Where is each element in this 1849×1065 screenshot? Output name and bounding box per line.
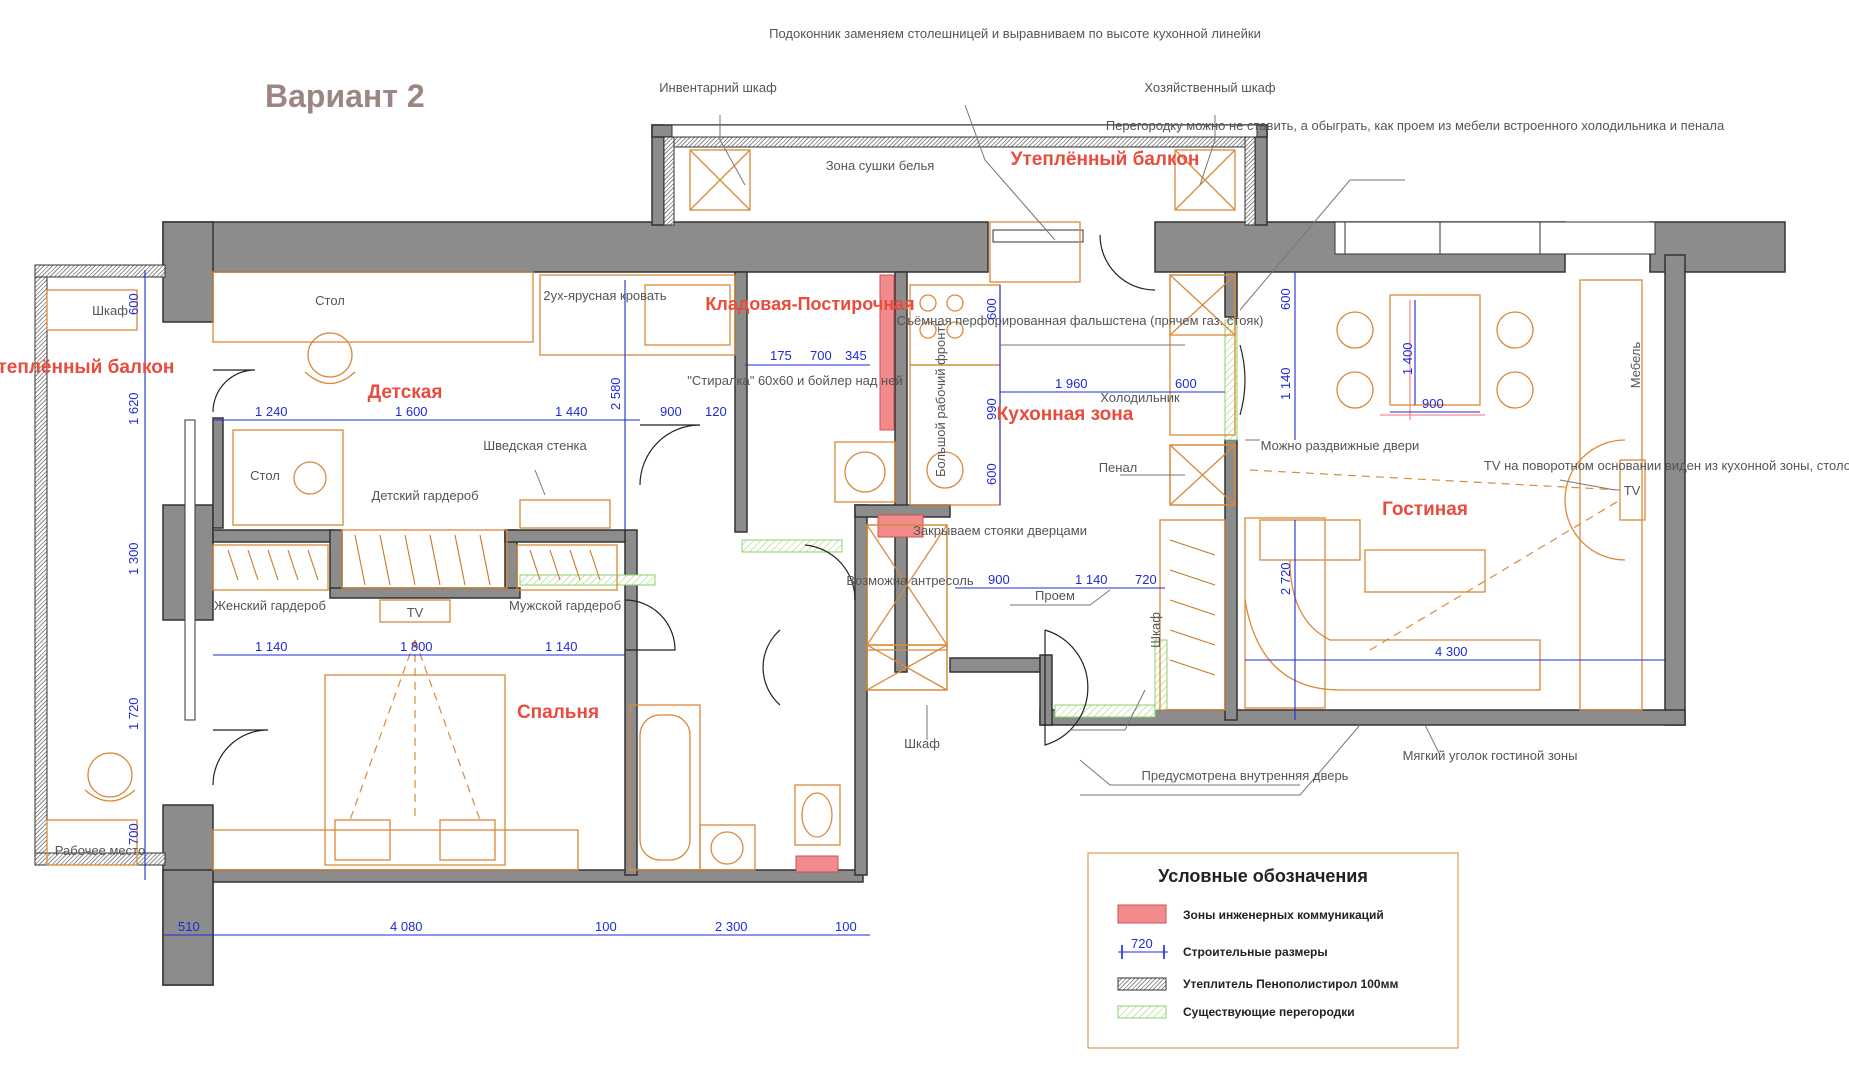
- dim-900a: 900: [660, 404, 682, 419]
- dimension-labels: 600 1 620 1 300 1 720 700 1 240 1 600 1 …: [126, 288, 1468, 934]
- label-male-wardrobe: Мужской гардероб: [509, 598, 621, 613]
- legend-sample-dim: 720: [1131, 936, 1153, 951]
- dim-600-r: 600: [1278, 288, 1293, 310]
- label-drying-zone: Зона сушки белья: [826, 158, 935, 173]
- label-kids-wardrobe: Детский гардероб: [371, 488, 478, 503]
- label-female-wardrobe: Женский гардероб: [214, 598, 326, 613]
- legend-item-insulation: Утеплитель Пенополистирол 100мм: [1183, 977, 1398, 991]
- dim-1800: 1 800: [400, 639, 433, 654]
- label-soft-corner: Мягкий уголок гостиной зоны: [1403, 748, 1578, 763]
- label-penal: Пенал: [1099, 460, 1138, 475]
- legend-item-existing: Существующие перегородки: [1183, 1005, 1355, 1019]
- dim-1960: 1 960: [1055, 376, 1088, 391]
- dim-600-k3: 600: [1175, 376, 1197, 391]
- label-partition-note: Перегородку можно не ставить, а обыграть…: [1106, 118, 1725, 133]
- dim-700b: 700: [810, 348, 832, 363]
- dim-700: 700: [126, 823, 141, 845]
- room-kitchen: Кухонная зона: [997, 404, 1134, 425]
- dim-1400: 1 400: [1400, 342, 1415, 375]
- dim-600-k1: 600: [984, 298, 999, 320]
- dim-1600: 1 600: [395, 404, 428, 419]
- label-false-wall: Съёмная перфорированная фальшстена (пряч…: [897, 313, 1264, 328]
- room-bedroom: Спальня: [517, 702, 599, 723]
- dim-510: 510: [178, 919, 200, 934]
- label-sliding-doors: Можно раздвижные двери: [1261, 438, 1420, 453]
- dim-1300: 1 300: [126, 542, 141, 575]
- plan-title: Вариант 2: [265, 78, 425, 114]
- label-furniture: Мебель: [1628, 342, 1643, 389]
- dim-1140-r: 1 140: [1278, 367, 1293, 400]
- wardrobe-hangers: [227, 534, 1216, 676]
- label-stol2: Стол: [250, 468, 280, 483]
- legend: Условные обозначения Зоны инженерных ком…: [1087, 852, 1459, 1049]
- dim-100a: 100: [595, 919, 617, 934]
- dim-120: 120: [705, 404, 727, 419]
- label-sill-note: Подоконник заменяем столешницей и выравн…: [769, 26, 1261, 41]
- dim-4300: 4 300: [1435, 644, 1468, 659]
- dim-600-k2: 600: [984, 463, 999, 485]
- room-labels: Утеплённый балкон Утеплённый балкон Детс…: [0, 149, 1468, 723]
- label-inventory-cabinet: Инвентарний шкаф: [659, 80, 777, 95]
- label-risers: Закрываем стояки дверцами: [913, 523, 1087, 538]
- dim-345: 345: [845, 348, 867, 363]
- label-work-place: Рабочее место: [55, 843, 145, 858]
- label-utility-cabinet: Хозяйственный шкаф: [1144, 80, 1276, 95]
- dim-1140a: 1 140: [255, 639, 288, 654]
- dim-2720: 2 720: [1278, 562, 1293, 595]
- dim-900b: 900: [988, 572, 1010, 587]
- label-stol1: Стол: [315, 293, 345, 308]
- dim-600-left: 600: [126, 293, 141, 315]
- leader-lines: [534, 104, 1616, 796]
- label-shkaf-mid: Шкаф: [1148, 612, 1163, 648]
- label-opening: Проем: [1035, 588, 1075, 603]
- legend-item-engineering: Зоны инженерных коммуникаций: [1183, 908, 1384, 922]
- label-inner-door: Предусмотрена внутренняя дверь: [1142, 768, 1349, 783]
- legend-item-dimensions: Строительные размеры: [1183, 945, 1328, 959]
- label-shkaf-bottom: Шкаф: [904, 736, 940, 751]
- dim-720: 720: [1135, 572, 1157, 587]
- dim-2300: 2 300: [715, 919, 748, 934]
- dim-2580: 2 580: [608, 377, 623, 410]
- dim-100b: 100: [835, 919, 857, 934]
- dim-4080: 4 080: [390, 919, 423, 934]
- label-big-front: Большой рабочий фронт!: [933, 323, 948, 477]
- cross-cabinets: [689, 149, 1236, 691]
- engineering-zones: [795, 274, 924, 873]
- dim-1440: 1 440: [555, 404, 588, 419]
- label-washer-note: "Стиралка" 60х60 и бойлер над ней: [687, 373, 902, 388]
- room-balcony-top: Утеплённый балкон: [1011, 149, 1200, 170]
- label-tv1: TV: [407, 605, 424, 620]
- dim-990: 990: [984, 398, 999, 420]
- label-tv2: TV: [1624, 483, 1641, 498]
- dim-900t: 900: [1422, 396, 1444, 411]
- walls: [162, 124, 1786, 986]
- room-balcony-left: Утеплённый балкон: [0, 357, 174, 378]
- label-fridge: Холодильник: [1100, 390, 1180, 405]
- dim-175: 175: [770, 348, 792, 363]
- windows: [184, 124, 1656, 721]
- annotations: Шкаф Рабочее место Стол Стол 2ух-ярусная…: [55, 26, 1849, 858]
- label-bunk-bed: 2ух-ярусная кровать: [543, 288, 666, 303]
- dimension-lines: [144, 270, 1665, 936]
- room-kids: Детская: [368, 382, 443, 403]
- label-mezzanine: Возможна антресоль: [846, 573, 973, 588]
- dim-1720: 1 720: [126, 697, 141, 730]
- furniture-layout: [46, 221, 1646, 871]
- label-tv-note: TV на поворотном основании виден из кухо…: [1484, 458, 1849, 473]
- doors: [212, 234, 1246, 786]
- label-swedish-wall: Шведская стенка: [483, 438, 587, 453]
- insulation: [34, 136, 1256, 866]
- dim-1240: 1 240: [255, 404, 288, 419]
- dim-1140b: 1 140: [545, 639, 578, 654]
- room-living: Гостиная: [1382, 499, 1468, 520]
- existing-partitions: [519, 319, 1238, 718]
- legend-title: Условные обозначения: [1158, 866, 1368, 886]
- label-shkaf-left: Шкаф: [92, 303, 128, 318]
- dim-1140c: 1 140: [1075, 572, 1108, 587]
- room-storage: Кладовая-Постирочная: [705, 294, 914, 314]
- dim-1620: 1 620: [126, 392, 141, 425]
